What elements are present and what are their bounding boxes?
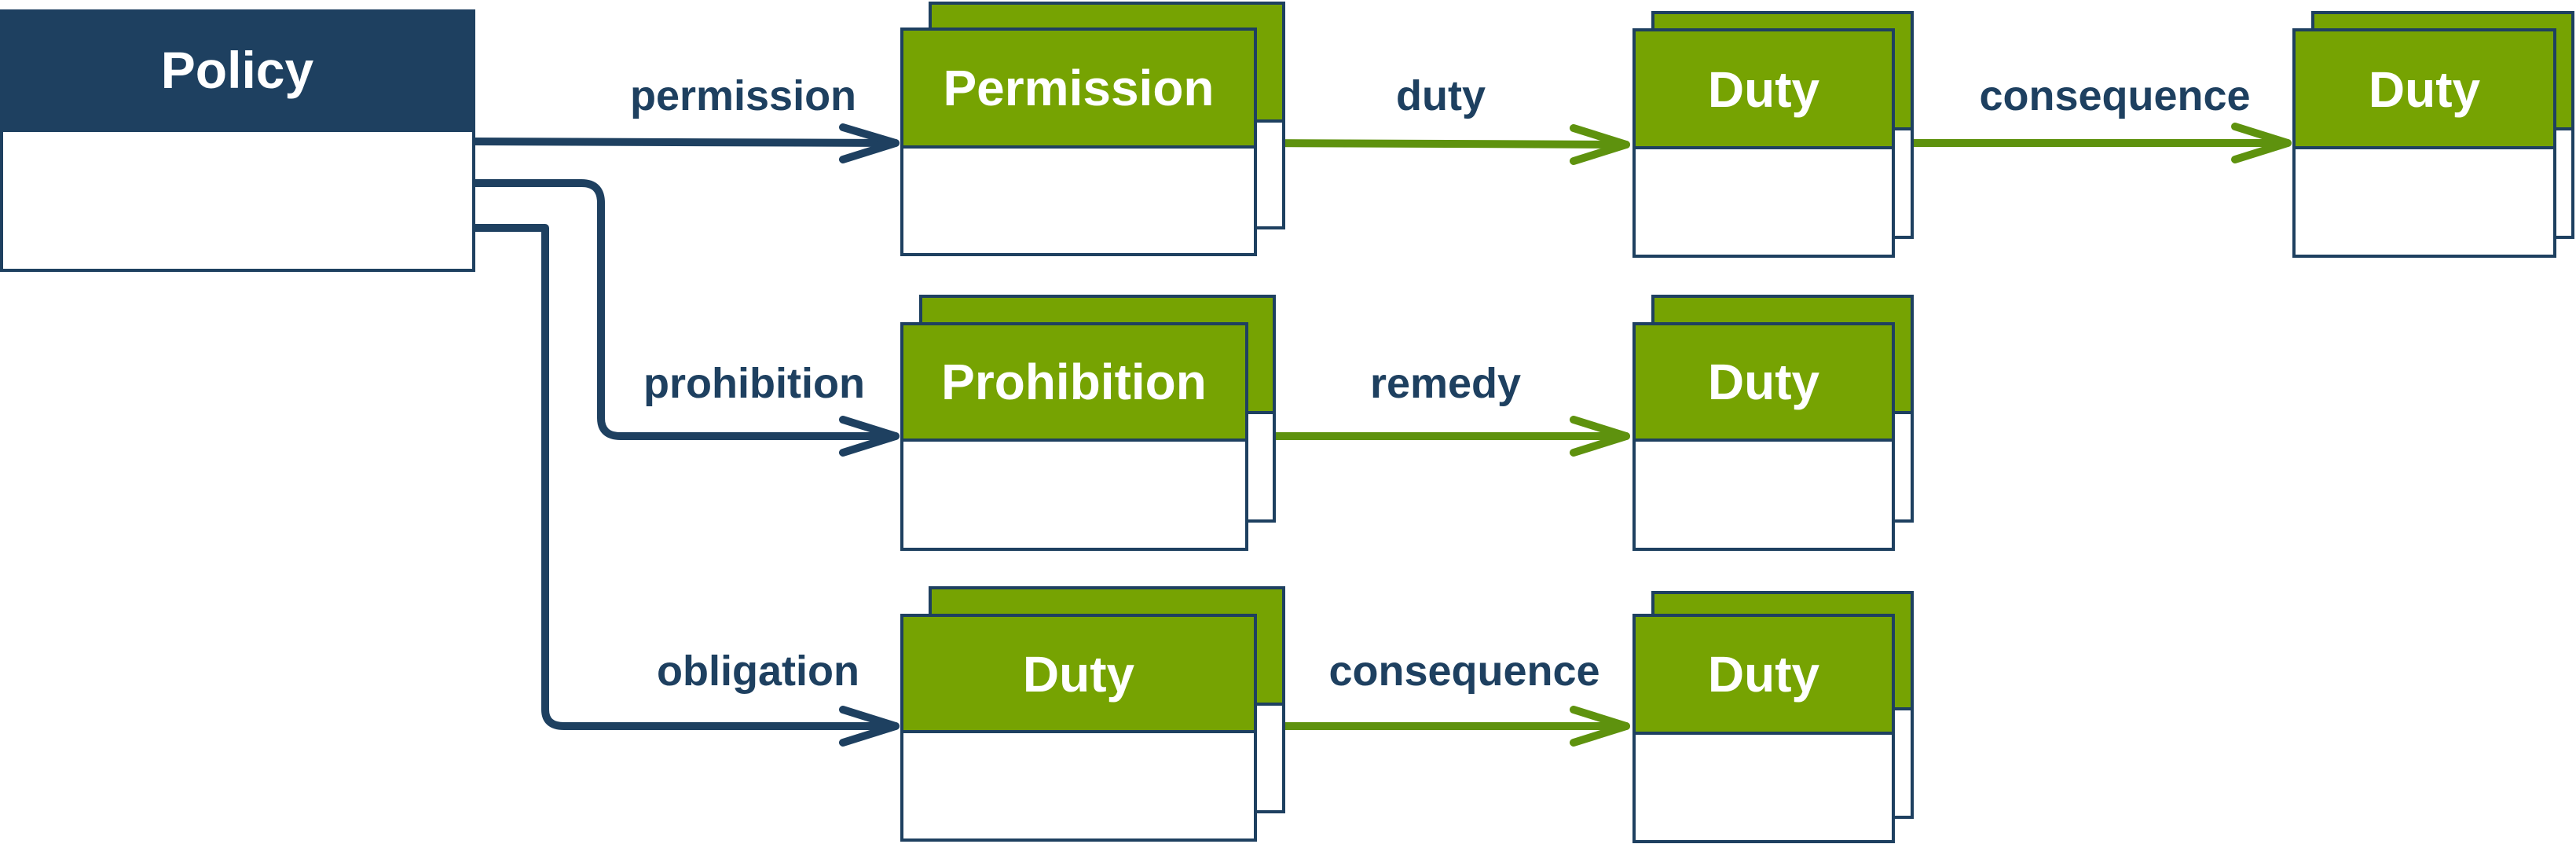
node-prohibition-title: Prohibition xyxy=(941,354,1207,410)
node-prohibition: Prohibition xyxy=(900,295,1276,551)
node-permission-duty-title: Duty xyxy=(1708,61,1820,118)
node-obligation-duty: Duty xyxy=(900,586,1285,842)
connector-obligation xyxy=(470,224,900,747)
node-consequence-duty-bottom-title: Duty xyxy=(1708,646,1820,703)
edge-label-obligation: obligation xyxy=(657,648,859,695)
connector-remedy xyxy=(1243,416,1630,457)
connector-consequence-top xyxy=(1889,123,2292,163)
node-permission: Permission xyxy=(900,2,1285,256)
edge-label-consequence-top: consequence xyxy=(1979,72,2250,119)
edge-label-duty: duty xyxy=(1396,72,1486,119)
connector-consequence-bottom xyxy=(1251,706,1630,747)
edge-label-remedy: remedy xyxy=(1370,360,1521,407)
node-remedy-duty: Duty xyxy=(1632,295,1914,551)
node-permission-title: Permission xyxy=(943,60,1214,116)
connector-permission xyxy=(470,123,900,163)
edge-label-permission: permission xyxy=(630,72,856,119)
node-consequence-duty-top: Duty xyxy=(2292,11,2574,258)
edge-label-prohibition: prohibition xyxy=(643,360,865,407)
node-consequence-duty-bottom: Duty xyxy=(1632,591,1914,843)
connector-prohibition xyxy=(470,179,900,457)
node-remedy-duty-title: Duty xyxy=(1708,354,1820,410)
node-consequence-duty-top-title: Duty xyxy=(2369,61,2481,118)
node-policy: Policy xyxy=(0,9,475,272)
node-obligation-duty-title: Duty xyxy=(1023,646,1135,703)
edge-label-consequence-bottom: consequence xyxy=(1328,648,1599,695)
node-permission-duty: Duty xyxy=(1632,11,1914,258)
node-policy-title: Policy xyxy=(161,41,314,99)
connector-duty xyxy=(1251,124,1630,165)
